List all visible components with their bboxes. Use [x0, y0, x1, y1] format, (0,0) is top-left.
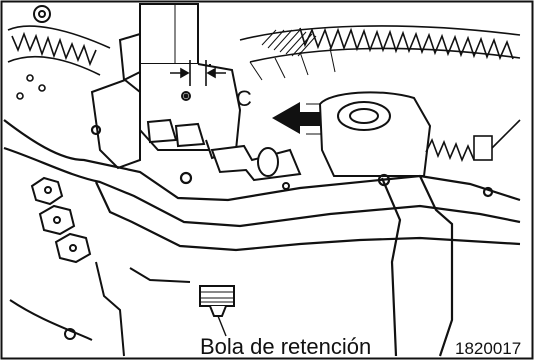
corner-ring	[33, 5, 51, 23]
plunger	[210, 144, 302, 190]
round-boss	[318, 91, 432, 177]
dimension-label: C	[236, 86, 252, 111]
upper-gear	[239, 25, 521, 81]
detent-ball-plug	[199, 285, 235, 337]
figure-number: 1820017	[455, 339, 521, 358]
hatched-housing	[261, 29, 317, 57]
transmission-case	[3, 119, 521, 357]
bolt-cluster	[30, 176, 92, 264]
clearance-dimension	[170, 60, 226, 86]
part-label: Bola de retención	[200, 334, 371, 359]
detent-spring	[425, 119, 521, 163]
left-gear-band	[7, 25, 111, 100]
shift-fork	[90, 32, 242, 170]
lower-case	[9, 261, 191, 357]
